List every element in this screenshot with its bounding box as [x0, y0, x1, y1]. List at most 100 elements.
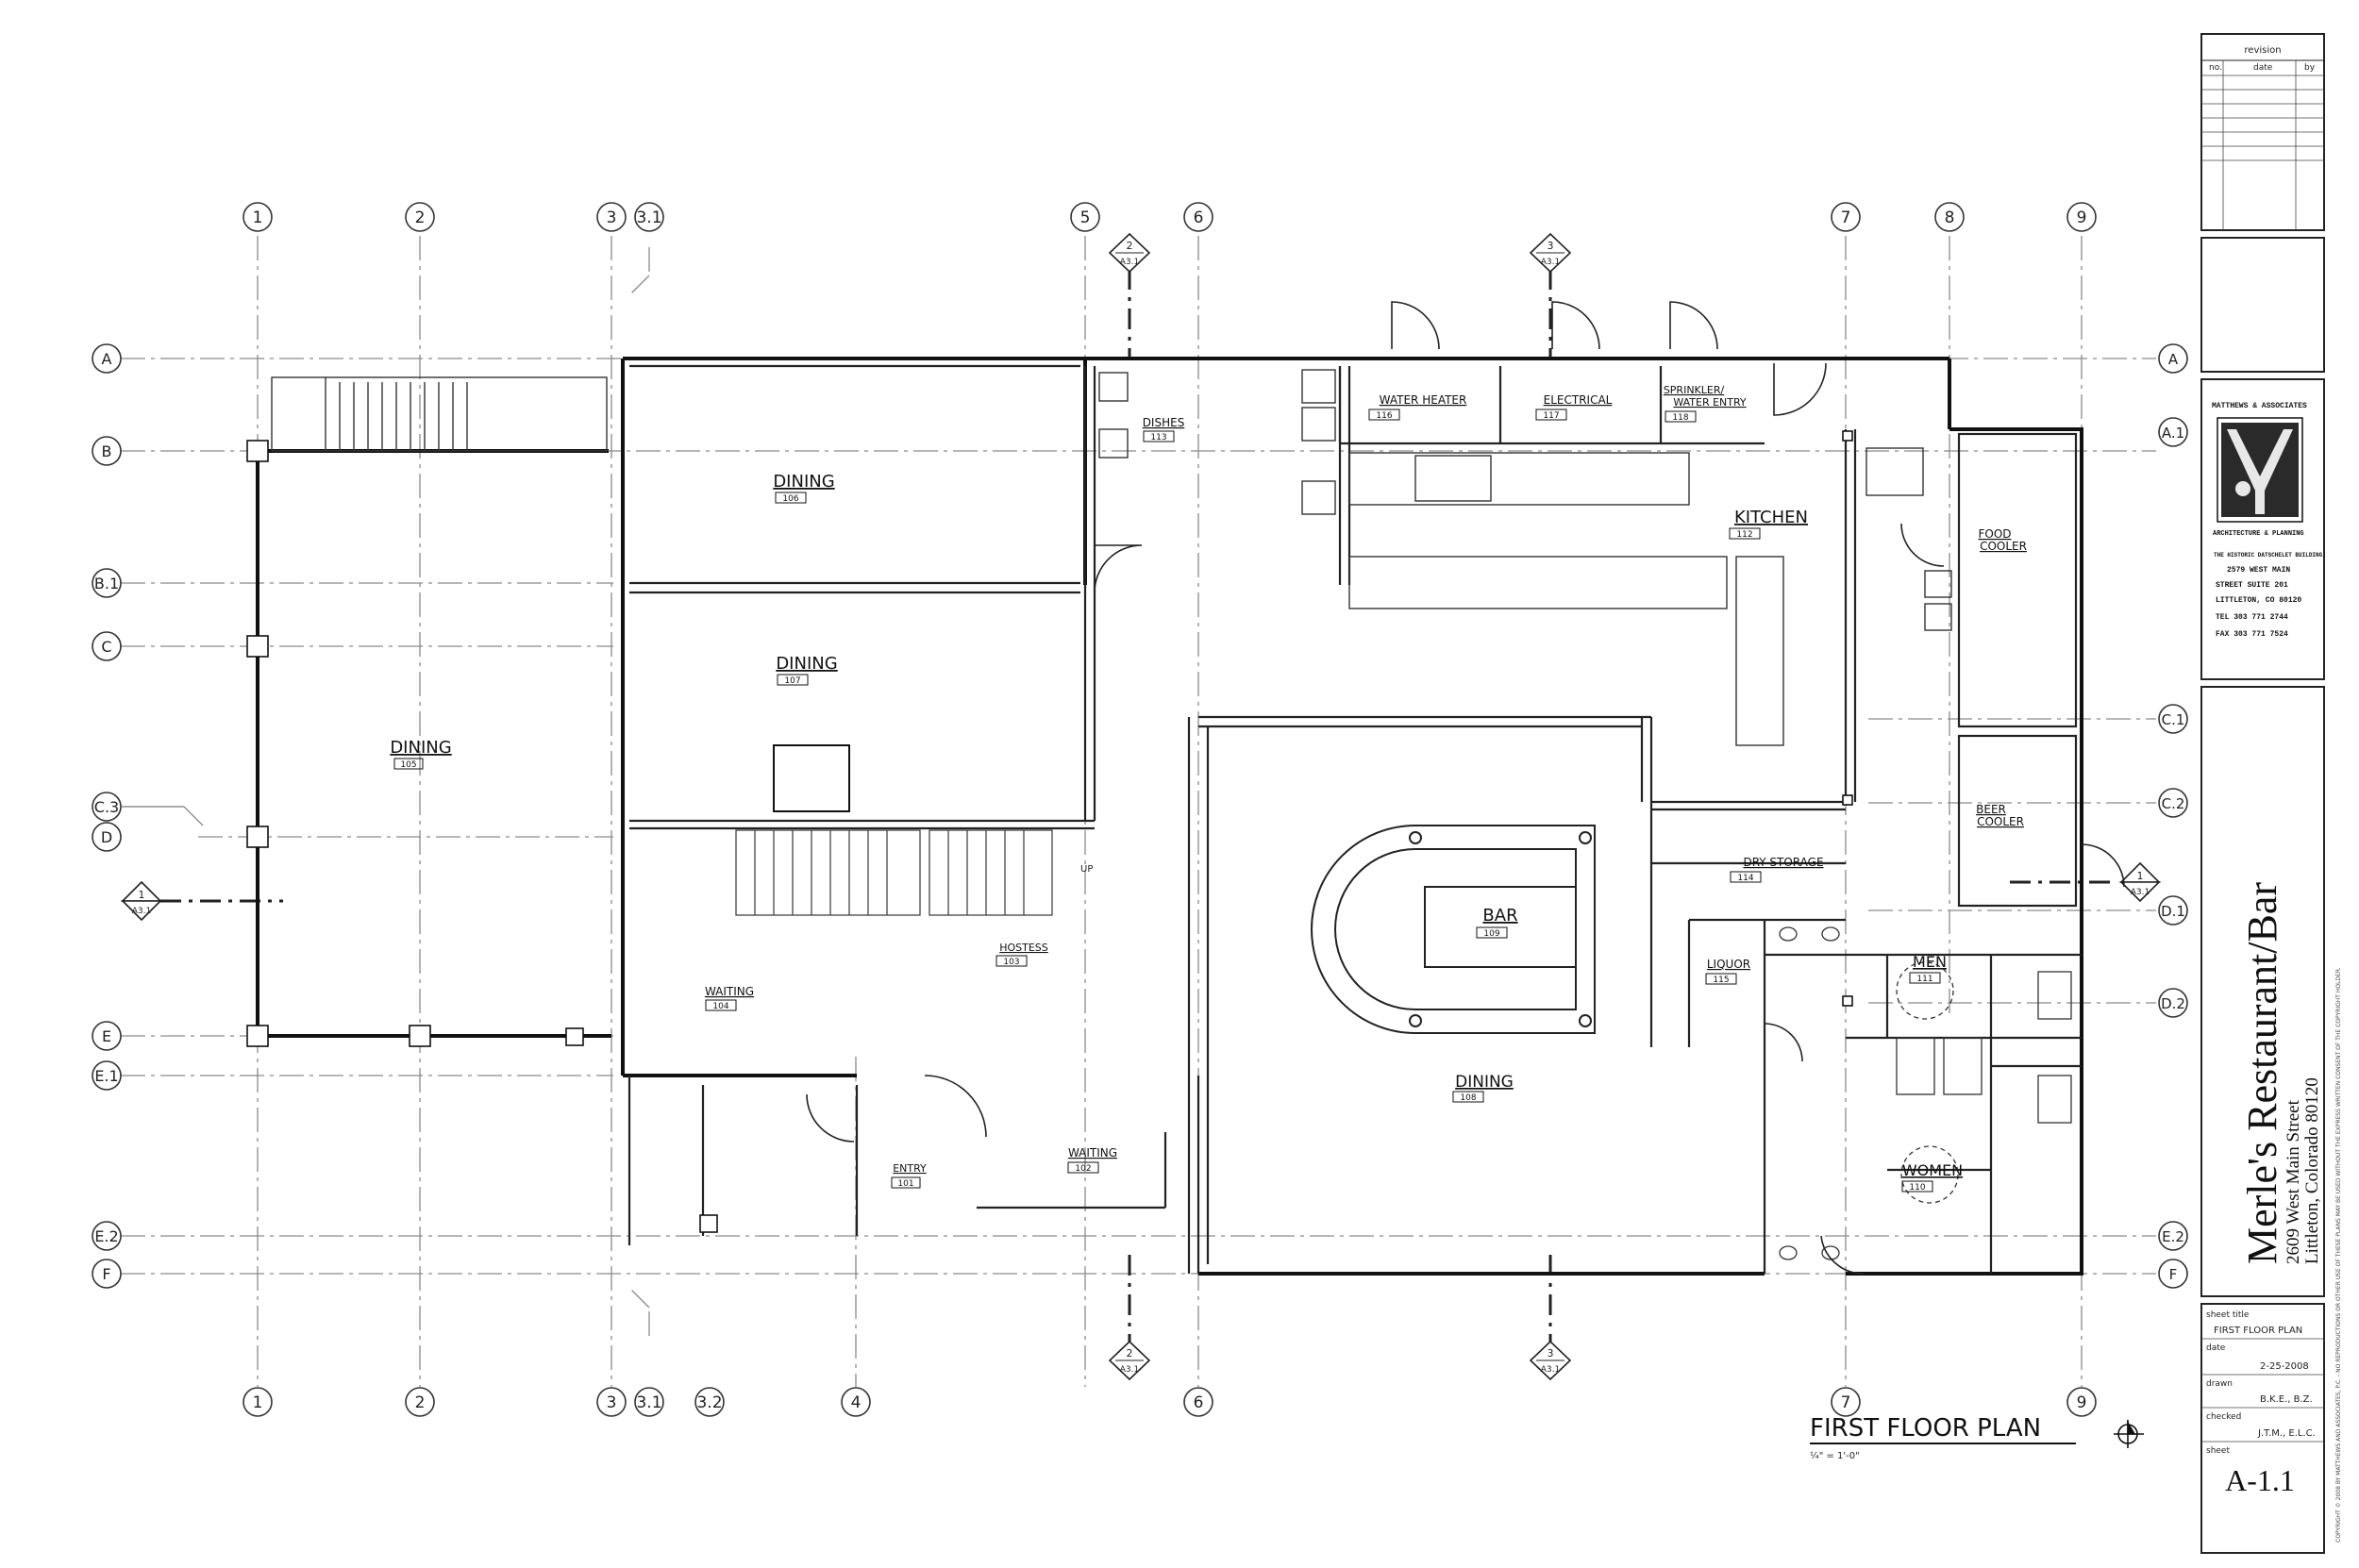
revision-col-by: by: [2304, 63, 2316, 73]
grid-bubbles-bottom: [243, 1387, 2097, 1417]
grid-row-label: A.1: [2162, 425, 2184, 442]
stair-up-label: UP: [1080, 864, 1093, 875]
project-address: 2609 West Main Street: [2284, 1099, 2303, 1264]
section-number: 2: [1127, 1347, 1133, 1359]
room-electrical-117: ELECTRICAL 117: [1535, 393, 1613, 421]
room-name: HOSTESS: [999, 942, 1048, 954]
grid-col-label: 9: [2077, 1393, 2087, 1412]
grid-row-label: A: [2168, 351, 2179, 368]
checked-label: checked: [2206, 1412, 2241, 1422]
firm-address-2: STREET SUITE 201: [2216, 581, 2288, 590]
firm-building: THE HISTORIC DATSCHELET BUILDING: [2214, 552, 2323, 559]
revision-box: revision no. date by: [2200, 33, 2325, 231]
room-name: DINING: [773, 472, 834, 492]
grid-labels-top: 1 2 3 3.1 5 6 7 8 9: [253, 209, 2087, 227]
grid-row-label: B.1: [94, 575, 119, 592]
room-number: 105: [400, 760, 416, 770]
section-sheet: A3.1: [2131, 888, 2150, 897]
room-waiting-104: WAITING 104: [705, 985, 754, 1011]
section-number: 3: [1548, 1347, 1554, 1359]
kitchen-equipment: [1098, 369, 1952, 746]
grid-leader: [183, 806, 204, 826]
room-name: DINING: [1455, 1073, 1514, 1092]
room-number: 118: [1672, 413, 1688, 423]
room-sprinkler-118: SPRINKLER/ WATER ENTRY 118: [1664, 384, 1747, 423]
grid-col-label: 3: [607, 1393, 617, 1412]
room-number: 108: [1460, 1093, 1476, 1103]
room-name: WATER ENTRY: [1673, 396, 1747, 409]
grid-bubbles-top: [243, 202, 2097, 232]
room-number: 103: [1003, 958, 1019, 967]
title-block: revision no. date by MATTHEWS & ASSOCIAT…: [2200, 33, 2342, 1554]
room-beer-cooler: BEER COOLER: [1976, 803, 2024, 828]
room-number: 117: [1543, 411, 1559, 421]
firm-logo: [2217, 417, 2303, 523]
section-marker: 2 A3.1: [1108, 1340, 1151, 1381]
revision-col-no: no.: [2209, 63, 2222, 73]
room-number: 113: [1150, 433, 1166, 442]
interior-walls: [627, 364, 2082, 1274]
firm-name: MATTHEWS & ASSOCIATES: [2212, 402, 2307, 410]
section-marker: 1 A3.1: [2119, 861, 2161, 903]
revision-col-date: date: [2253, 63, 2273, 73]
section-number: 2: [1127, 240, 1133, 252]
grid-col-label: 6: [1194, 1393, 1204, 1412]
grid-row-label: C.3: [94, 798, 119, 816]
grid-col-label: 3: [607, 209, 617, 227]
room-bar-109: BAR 109: [1476, 906, 1518, 939]
section-sheet: A3.1: [1541, 1365, 1560, 1375]
grid-bubbles-left: [92, 343, 122, 1289]
grid-col-label: 1: [253, 1393, 263, 1412]
room-liquor-115: LIQUOR 115: [1705, 958, 1750, 985]
room-number: 111: [1916, 975, 1932, 984]
grid-col-label: 6: [1194, 209, 1204, 227]
grid-labels-right: A A.1 C.1 C.2 D.1 D.2 E.2 F: [2161, 351, 2185, 1283]
copyright-note: COPYRIGHT © 2008 BY MATTHEWS AND ASSOCIA…: [2335, 967, 2342, 1543]
exterior-stair: [271, 376, 608, 452]
room-number: 106: [782, 494, 798, 504]
room-dining-108: DINING 108: [1452, 1073, 1514, 1103]
room-number: 107: [784, 676, 800, 686]
section-sheet: A3.1: [132, 907, 151, 916]
drawn-value: B.K.E., B.Z.: [2260, 1394, 2313, 1405]
section-cut-lines: [160, 269, 2114, 1349]
sheet-label: sheet: [2206, 1446, 2230, 1456]
grid-row-label: E.1: [94, 1067, 118, 1085]
room-name: SPRINKLER/: [1664, 384, 1725, 396]
grid-row-label: E.2: [94, 1227, 118, 1245]
grid-col-label: 2: [415, 209, 426, 227]
grid-col-label: 2: [415, 1393, 426, 1412]
grid-row-label: A: [102, 350, 112, 368]
grid-row-label: C: [101, 638, 111, 656]
room-name: WATER HEATER: [1380, 393, 1467, 407]
project-title: Merle's Restaurant/Bar: [2239, 882, 2285, 1264]
revision-header: revision: [2244, 45, 2281, 56]
sheet-title-label: sheet title: [2206, 1310, 2250, 1320]
room-name: DINING: [776, 654, 837, 674]
room-dining-107: DINING 107: [776, 654, 837, 686]
date-label: date: [2206, 1343, 2226, 1353]
room-number: 110: [1909, 1183, 1925, 1193]
room-name: MEN: [1913, 953, 1947, 971]
grid-row-label: D: [101, 828, 112, 846]
grid-bubbles-right: [2158, 343, 2188, 1289]
bar-counter: [1311, 825, 1596, 1034]
room-name: ELECTRICAL: [1544, 393, 1613, 407]
room-number: 101: [897, 1179, 913, 1189]
drawn-label: drawn: [2206, 1379, 2233, 1389]
grid-row-label: D.2: [2161, 995, 2185, 1012]
restroom-fixtures: [1779, 926, 2072, 1260]
grid-col-label: 5: [1080, 209, 1091, 227]
room-name: BAR: [1482, 906, 1517, 926]
grid-col-label: 7: [1841, 1393, 1851, 1412]
firm-tagline: ARCHITECTURE & PLANNING: [2213, 530, 2304, 538]
grid-row-label: F: [2169, 1266, 2178, 1283]
grid-row-label: F: [102, 1265, 110, 1283]
room-labels: DINING 105 DINING 106 DINING 107 DINING …: [390, 384, 2027, 1193]
room-dining-106: DINING 106: [773, 472, 834, 504]
section-number: 3: [1548, 240, 1554, 252]
room-number: 104: [712, 1002, 728, 1011]
room-number: 115: [1713, 976, 1729, 985]
room-hostess-103: HOSTESS 103: [995, 942, 1048, 967]
